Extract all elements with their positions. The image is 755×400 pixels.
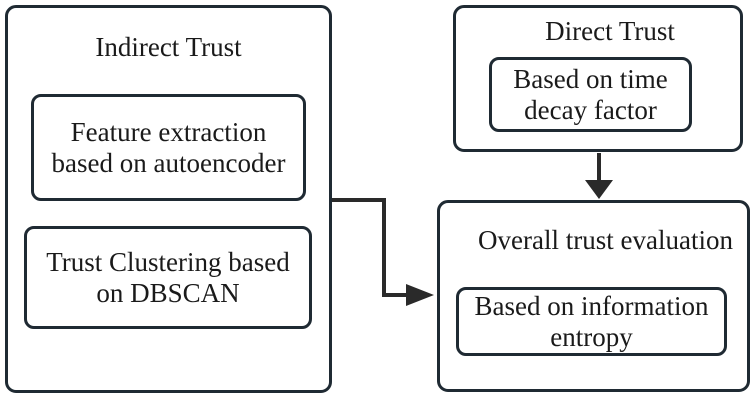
overall-trust-title: Overall trust evaluation [478, 225, 733, 255]
feature-extraction-label-line1: Feature extraction [70, 116, 267, 147]
direct-trust-group: Direct Trust Based on time decay factor [453, 5, 743, 152]
information-entropy-node: Based on information entropy [456, 287, 727, 356]
arrowhead-right-icon [406, 284, 434, 306]
connector-direct-to-overall [585, 153, 613, 199]
direct-trust-title: Direct Trust [545, 16, 675, 46]
trust-clustering-node: Trust Clustering based on DBSCAN [24, 226, 312, 329]
feature-extraction-label-line2: based on autoencoder [51, 147, 286, 178]
connector-indirect-to-overall [330, 198, 434, 306]
information-entropy-label-line2: entropy [550, 321, 633, 352]
indirect-trust-group: Indirect Trust Feature extraction based … [5, 5, 332, 393]
trust-clustering-label-line1: Trust Clustering based [46, 246, 290, 277]
time-decay-label-line1: Based on time [513, 63, 668, 94]
overall-trust-group: Overall trust evaluation Based on inform… [437, 200, 750, 392]
elbow-line [330, 198, 409, 297]
time-decay-node: Based on time decay factor [489, 57, 692, 132]
feature-extraction-node: Feature extraction based on autoencoder [31, 94, 306, 201]
indirect-trust-title: Indirect Trust [95, 32, 242, 62]
trust-clustering-label-line2: on DBSCAN [96, 277, 240, 308]
time-decay-label-line2: decay factor [524, 94, 657, 125]
arrowhead-down-icon [585, 180, 613, 199]
information-entropy-label-line1: Based on information [474, 290, 709, 321]
